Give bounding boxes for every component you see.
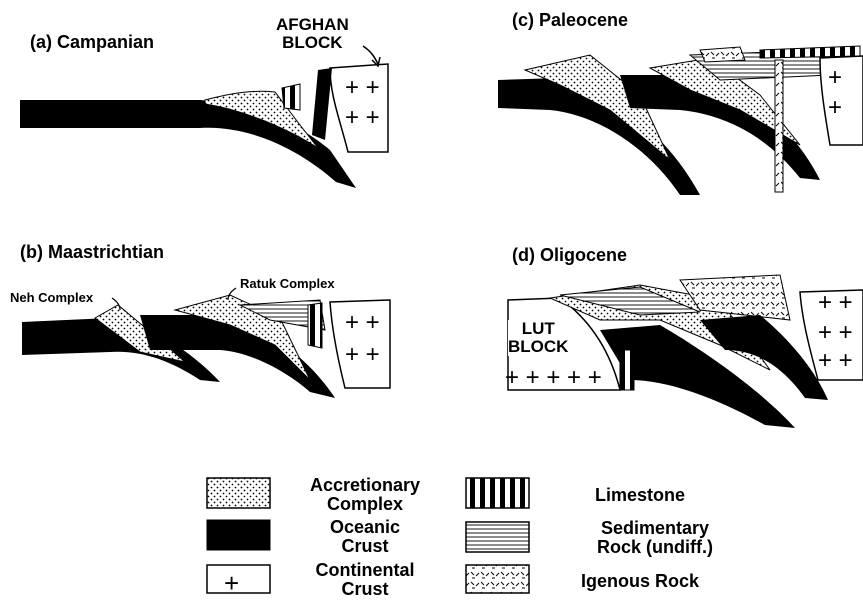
afghan-block-arrow (363, 46, 378, 64)
panel-a-black-root (312, 68, 332, 140)
lut-block-label: LUT BLOCK (508, 320, 568, 356)
legend-oceanic-line-2: Crust (290, 537, 440, 556)
panel-d-title: (d) Oligocene (512, 245, 627, 266)
svg-text:+: + (224, 568, 239, 596)
legend-continental-line-1: Continental (290, 561, 440, 580)
panel-c-dyke (775, 60, 783, 192)
afghan-block-line-1: AFGHAN (276, 16, 349, 34)
svg-text:+: + (828, 94, 842, 121)
panel-a-oceanic-slab (20, 100, 356, 188)
svg-text:+ +: + + (818, 289, 853, 316)
legend-swatch-oceanic (207, 520, 270, 550)
legend-igneous-line-1: Igenous Rock (560, 572, 720, 591)
panel-d-limestone-1 (620, 350, 634, 390)
legend-label-continental: Continental Crust (290, 561, 440, 599)
lut-block-line-1: LUT (508, 320, 568, 338)
legend-sedimentary-line-2: Rock (undiff.) (575, 538, 735, 557)
legend-accretionary-line-1: Accretionary (290, 476, 440, 495)
legend-label-limestone: Limestone (570, 486, 710, 505)
legend-accretionary-line-2: Complex (290, 495, 440, 514)
legend-label-sedimentary: Sedimentary Rock (undiff.) (575, 519, 735, 557)
legend-label-igneous: Igenous Rock (560, 572, 720, 591)
panel-b-section: + + + + (22, 295, 390, 398)
continental-cross-a: + + (345, 74, 380, 101)
legend-swatch-limestone (466, 478, 529, 508)
panel-b-title: (b) Maastrichtian (20, 242, 164, 263)
legend-swatch-igneous (466, 565, 529, 593)
afghan-block-label: AFGHAN BLOCK (276, 16, 349, 52)
legend-oceanic-line-1: Oceanic (290, 518, 440, 537)
svg-text:+: + (828, 64, 842, 91)
legend-continental-line-2: Crust (290, 580, 440, 599)
legend-swatch-accretionary (207, 478, 270, 508)
ratuk-complex-label: Ratuk Complex (240, 276, 335, 291)
svg-text:+ +: + + (818, 319, 853, 346)
svg-text:+ +: + + (345, 309, 380, 336)
panel-a-title: (a) Campanian (30, 32, 154, 53)
lut-block-line-2: BLOCK (508, 338, 568, 356)
afghan-block-line-2: BLOCK (276, 34, 349, 52)
panel-c-section: + + (498, 46, 863, 195)
neh-complex-label: Neh Complex (10, 290, 93, 305)
legend-limestone-line-1: Limestone (570, 486, 710, 505)
legend-label-accretionary: Accretionary Complex (290, 476, 440, 514)
svg-text:+ + + + +: + + + + + (505, 364, 602, 391)
panel-c-title: (c) Paleocene (512, 10, 628, 31)
panel-c-igneous (700, 47, 745, 62)
panel-a-limestone (282, 84, 300, 110)
continental-cross-a2: + + (345, 104, 380, 131)
svg-text:+ +: + + (818, 347, 853, 374)
legend-swatch-sedimentary (466, 522, 529, 552)
legend-sedimentary-line-1: Sedimentary (575, 519, 735, 538)
legend-label-oceanic: Oceanic Crust (290, 518, 440, 556)
panel-a-section: + + + + (20, 64, 388, 188)
svg-text:+ +: + + (345, 341, 380, 368)
panel-b-limestone (308, 303, 322, 348)
